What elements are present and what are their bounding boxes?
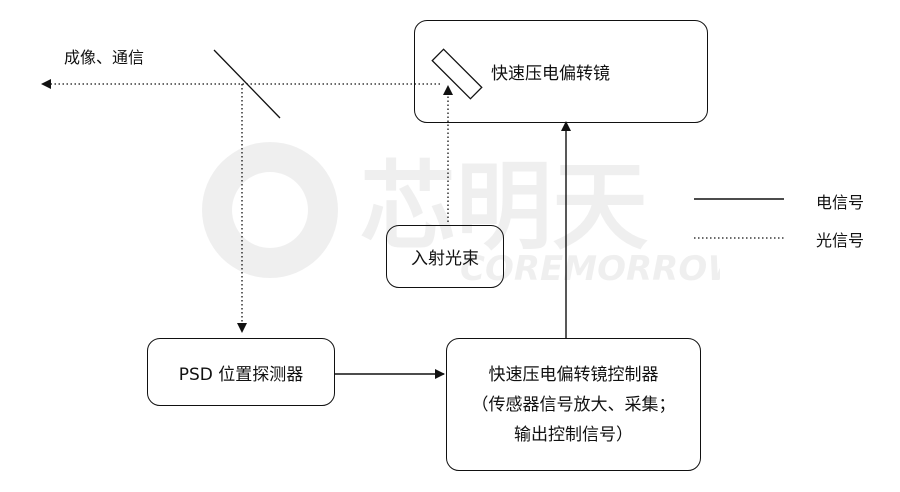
incident-beam-label: 入射光束 [411,249,479,269]
beam-splitter [213,49,281,119]
controller-title: 快速压电偏转镜控制器 [488,364,659,385]
legend-electrical-label: 电信号 [816,193,865,212]
controller-detail-1: （传感器信号放大、采集； [471,394,676,415]
legend-optical-label: 光信号 [816,231,865,250]
mirror-symbol [431,48,483,100]
imaging-communication-label: 成像、通信 [64,48,145,67]
controller-detail-2: 输出控制信号） [514,424,633,445]
controller-box: 快速压电偏转镜控制器 （传感器信号放大、采集； 输出控制信号） [446,338,701,471]
fsm-box: 快速压电偏转镜 [414,20,708,123]
fsm-label: 快速压电偏转镜 [491,64,610,84]
incident-beam-box: 入射光束 [386,225,504,288]
psd-box: PSD 位置探测器 [147,338,335,406]
psd-label: PSD 位置探测器 [178,364,304,385]
